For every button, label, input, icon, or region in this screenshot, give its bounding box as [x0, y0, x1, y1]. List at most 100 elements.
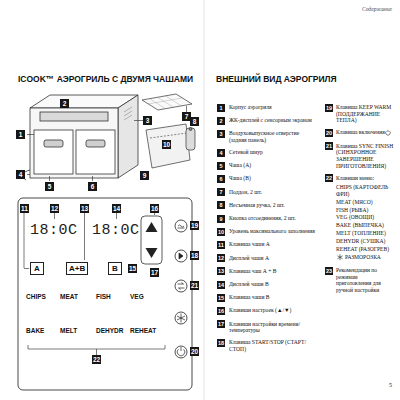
page-fold [204, 0, 205, 400]
running-header: Содержание [300, 6, 392, 13]
defrost-icon [337, 254, 342, 260]
callout-number: 20 [191, 348, 198, 355]
key-label: B [112, 264, 118, 273]
part-description: Кнопка отсоединения, 2 шт. [229, 215, 317, 222]
part-description: Чаша (А) [229, 162, 317, 169]
callout-number: 16 [151, 205, 158, 212]
tray [142, 94, 192, 110]
menu-item-text: DEHYDR (СУШКА) [336, 238, 394, 245]
callout-number: 5 [219, 163, 222, 169]
power-icon [386, 130, 391, 135]
callout-number: 15 [129, 265, 136, 272]
part-description: Клавиша чаши А [229, 241, 317, 248]
callout-number: 9 [140, 171, 149, 180]
leader-line [24, 213, 25, 268]
basket [146, 124, 195, 168]
leader-line [27, 106, 187, 181]
callout-number: 11 [218, 242, 224, 248]
menu-key: CHIPS [26, 293, 46, 301]
callout-number: 3 [146, 117, 150, 124]
callout-number: 19 [326, 105, 332, 111]
callout-number: 8 [217, 201, 225, 209]
part-description: Клавиши настроек (▲/▼) [229, 307, 317, 314]
up-arrow [146, 222, 158, 232]
callout-number: 2 [219, 118, 222, 124]
part-description: Чаша (В) [229, 175, 317, 182]
part-description: Клавиша START/STOP (СТАРТ/СТОП) [229, 339, 317, 352]
callout-number: 2 [63, 100, 67, 107]
callout-number: 1 [217, 104, 225, 112]
part-description: Рекомендации по режимам приготовления дл… [336, 267, 394, 294]
callout-number: 16 [218, 308, 224, 314]
callout-number: 13 [217, 267, 225, 275]
leader-line [54, 213, 55, 219]
callout-number: 15 [128, 264, 137, 273]
callout-number: 12 [50, 204, 59, 213]
callout-number: 9 [217, 215, 225, 223]
callout-number: 15 [217, 294, 225, 302]
menu-item-text: BAKE (ВЫПЕЧКА) [336, 222, 394, 229]
callout-number: 11 [217, 241, 225, 249]
part-description: Воздуховыпускное отверстие (задняя панел… [229, 130, 317, 143]
callout-number: 4 [16, 170, 25, 179]
callout-number: 2 [60, 99, 69, 108]
part-description: Поддон, 2 шт. [229, 189, 317, 196]
callout-number: 18 [218, 340, 224, 346]
callout-number: 22 [326, 175, 332, 181]
menu-key: REHEAT [130, 327, 156, 335]
callout-number: 19 [191, 222, 198, 229]
callout-number: 19 [190, 221, 199, 230]
air-fryer [23, 95, 138, 180]
callout-number: 17 [150, 268, 159, 277]
callout-number: 8 [219, 202, 222, 208]
callout-number: 4 [219, 150, 222, 156]
menu-item-text: РАЗМОРОЗКА [345, 254, 395, 261]
bowl-key: B [108, 262, 122, 275]
callout-number: 4 [19, 171, 23, 178]
callout-number: 21 [325, 142, 333, 150]
leader-line [116, 213, 117, 219]
callout-number: 9 [143, 172, 147, 179]
callout-number: 5 [45, 182, 54, 191]
menu-key: DEHYDR [96, 327, 123, 335]
callout-number: 20 [325, 129, 333, 137]
control-panel [18, 198, 192, 390]
callout-number: 21 [326, 143, 332, 149]
callout-number: 8 [193, 118, 197, 125]
leader-line [24, 268, 29, 269]
part-description: Дисплей чаши В [229, 281, 317, 288]
callout-number: 9 [219, 216, 222, 222]
callout-number: 1 [19, 131, 23, 138]
menu-item-text: MELT (ТОПЛЕНИЕ) [336, 230, 394, 237]
callout-number: 12 [218, 255, 224, 261]
callout-number: 4 [217, 149, 225, 157]
callout-number: 2 [217, 117, 225, 125]
callout-number: 12 [51, 205, 58, 212]
key-label: A+B [69, 264, 85, 273]
callout-number: 5 [217, 162, 225, 170]
callout-number: 22 [92, 355, 101, 364]
callout-number: 21 [191, 282, 198, 289]
callout-number: 14 [112, 204, 121, 213]
key-label: A [34, 264, 40, 273]
callout-number: 10 [163, 141, 170, 148]
callout-number: 7 [185, 113, 189, 120]
callout-number: 18 [217, 339, 225, 347]
callout-number: 23 [325, 267, 333, 275]
part-description: ЖК-дисплей с сенсорным экраном [229, 117, 317, 124]
part-description: Клавиши настройки времени/ температуры [229, 321, 317, 334]
callout-number: 1 [16, 130, 25, 139]
callout-number: 20 [190, 347, 199, 356]
arrow-keys [141, 216, 162, 264]
callout-number: 17 [218, 321, 224, 327]
part-description: Клавиша чаши В [229, 294, 317, 301]
callout-number: 18 [190, 251, 199, 260]
callout-number: 3 [143, 116, 152, 125]
callout-number: 14 [113, 205, 120, 212]
callout-number: 12 [217, 254, 225, 262]
callout-number: 23 [326, 268, 332, 274]
callout-number: 14 [217, 281, 225, 289]
callout-number: 13 [81, 205, 88, 212]
callout-number: 6 [219, 176, 222, 182]
part-description: Клавиша включения [336, 129, 394, 136]
